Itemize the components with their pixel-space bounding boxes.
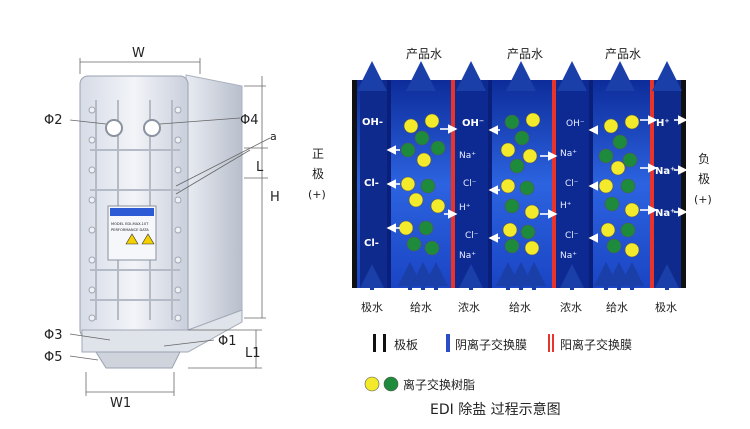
- anion-membrane: [589, 80, 593, 288]
- ion-cl-c2b: Cl⁻: [565, 231, 579, 241]
- legend-anion-label: 阴离子交换膜: [455, 337, 527, 352]
- legend-cation-swatch-a: [548, 334, 550, 352]
- label-p4: Φ4: [240, 113, 259, 128]
- ion-cl-c2: Cl⁻: [565, 179, 579, 189]
- ion-na-c2: Na⁺: [560, 149, 577, 159]
- resin-beads: [398, 112, 640, 258]
- electrode-plate-left: [352, 80, 357, 288]
- legend-plate-swatch-a: [373, 334, 376, 352]
- right-electrode-sign: 负: [698, 152, 710, 166]
- left-electrode-polarity: (+): [308, 188, 326, 201]
- dim-a: a: [270, 130, 277, 143]
- bottom-label-feed-2: 给水: [509, 301, 531, 314]
- dim-l1: L1: [245, 346, 261, 361]
- right-electrode-polarity: (+): [694, 193, 712, 206]
- bottom-label-concentrate-1: 浓水: [458, 301, 480, 314]
- legend-resin-green: [383, 376, 399, 392]
- legend: 极板 阴离子交换膜 阳离子交换膜 离子交换树脂 EDI 除盐 过程示意图: [364, 334, 632, 418]
- right-electrode-word: 极: [698, 172, 710, 186]
- label-p2: Φ2: [44, 113, 63, 128]
- top-label-product-3: 产品水: [605, 47, 641, 61]
- bottom-label-electrode-water-right: 极水: [655, 300, 677, 314]
- legend-resin-label: 离子交换树脂: [403, 377, 475, 392]
- legend-plate-swatch-b: [383, 334, 386, 352]
- label-p5: Φ5: [44, 350, 63, 365]
- legend-plate-label: 极板: [394, 338, 418, 352]
- left-electrode-word: 极: [312, 167, 324, 181]
- ion-oh-mid: OH⁻: [462, 118, 484, 129]
- ion-h-right: H⁺: [656, 118, 670, 129]
- ion-na-right-1: Na⁺: [655, 166, 675, 177]
- top-label-product-2: 产品水: [507, 47, 543, 61]
- anion-membrane: [488, 80, 492, 288]
- ion-na-right-2: Na⁺: [655, 208, 675, 219]
- cation-membrane: [650, 80, 654, 288]
- electrode-plate-right: [681, 80, 686, 288]
- ion-h-c1: H⁺: [459, 203, 471, 213]
- ion-na-c2b: Na⁺: [560, 251, 577, 261]
- dim-h: H: [270, 190, 280, 205]
- edi-module-illustration: MODEL EDI-MAX-10T PERFORMANCE DATA: [44, 46, 280, 411]
- dim-l: L: [256, 160, 264, 175]
- legend-resin-yellow: [364, 376, 380, 392]
- nameplate-line1: MODEL EDI-MAX-10T: [111, 222, 149, 226]
- ion-h-c2: H⁺: [560, 201, 572, 211]
- ion-na-c1b: Na⁺: [459, 251, 476, 261]
- bottom-label-concentrate-2: 浓水: [560, 301, 582, 314]
- ion-cl-c1: Cl⁻: [463, 179, 477, 189]
- legend-cation-label: 阳离子交换膜: [560, 337, 632, 352]
- port-p4: [143, 119, 161, 137]
- ion-oh-c2: OH⁻: [566, 119, 585, 129]
- cation-membrane: [552, 80, 556, 288]
- edi-process-diagram: 产品水 产品水 产品水 极水 给水 浓水 给水 浓水 给水 极水 正 极 (+: [308, 47, 712, 314]
- top-label-product-1: 产品水: [406, 47, 442, 61]
- port-p2: [105, 119, 123, 137]
- label-p1: Φ1: [218, 334, 237, 349]
- diagram-caption: EDI 除盐 过程示意图: [430, 401, 561, 418]
- dim-w1: W1: [110, 396, 131, 411]
- legend-cation-swatch-b: [552, 334, 554, 352]
- ion-oh-left: OH-: [362, 117, 383, 128]
- ion-cl-c1b: Cl⁻: [465, 231, 479, 241]
- cation-membrane: [451, 80, 455, 288]
- left-electrode-sign: 正: [312, 147, 324, 161]
- legend-anion-swatch: [446, 334, 450, 352]
- ion-na-c1: Na⁺: [459, 151, 476, 161]
- bottom-label-electrode-water-left: 极水: [361, 300, 383, 314]
- ion-cl-left-1: Cl-: [364, 178, 379, 189]
- bottom-label-feed-1: 给水: [410, 301, 432, 314]
- bottom-label-feed-3: 给水: [606, 301, 628, 314]
- dim-w: W: [132, 46, 145, 61]
- nameplate-line2: PERFORMANCE DATA: [111, 228, 149, 232]
- ion-cl-left-2: Cl-: [364, 238, 379, 249]
- label-p3: Φ3: [44, 328, 63, 343]
